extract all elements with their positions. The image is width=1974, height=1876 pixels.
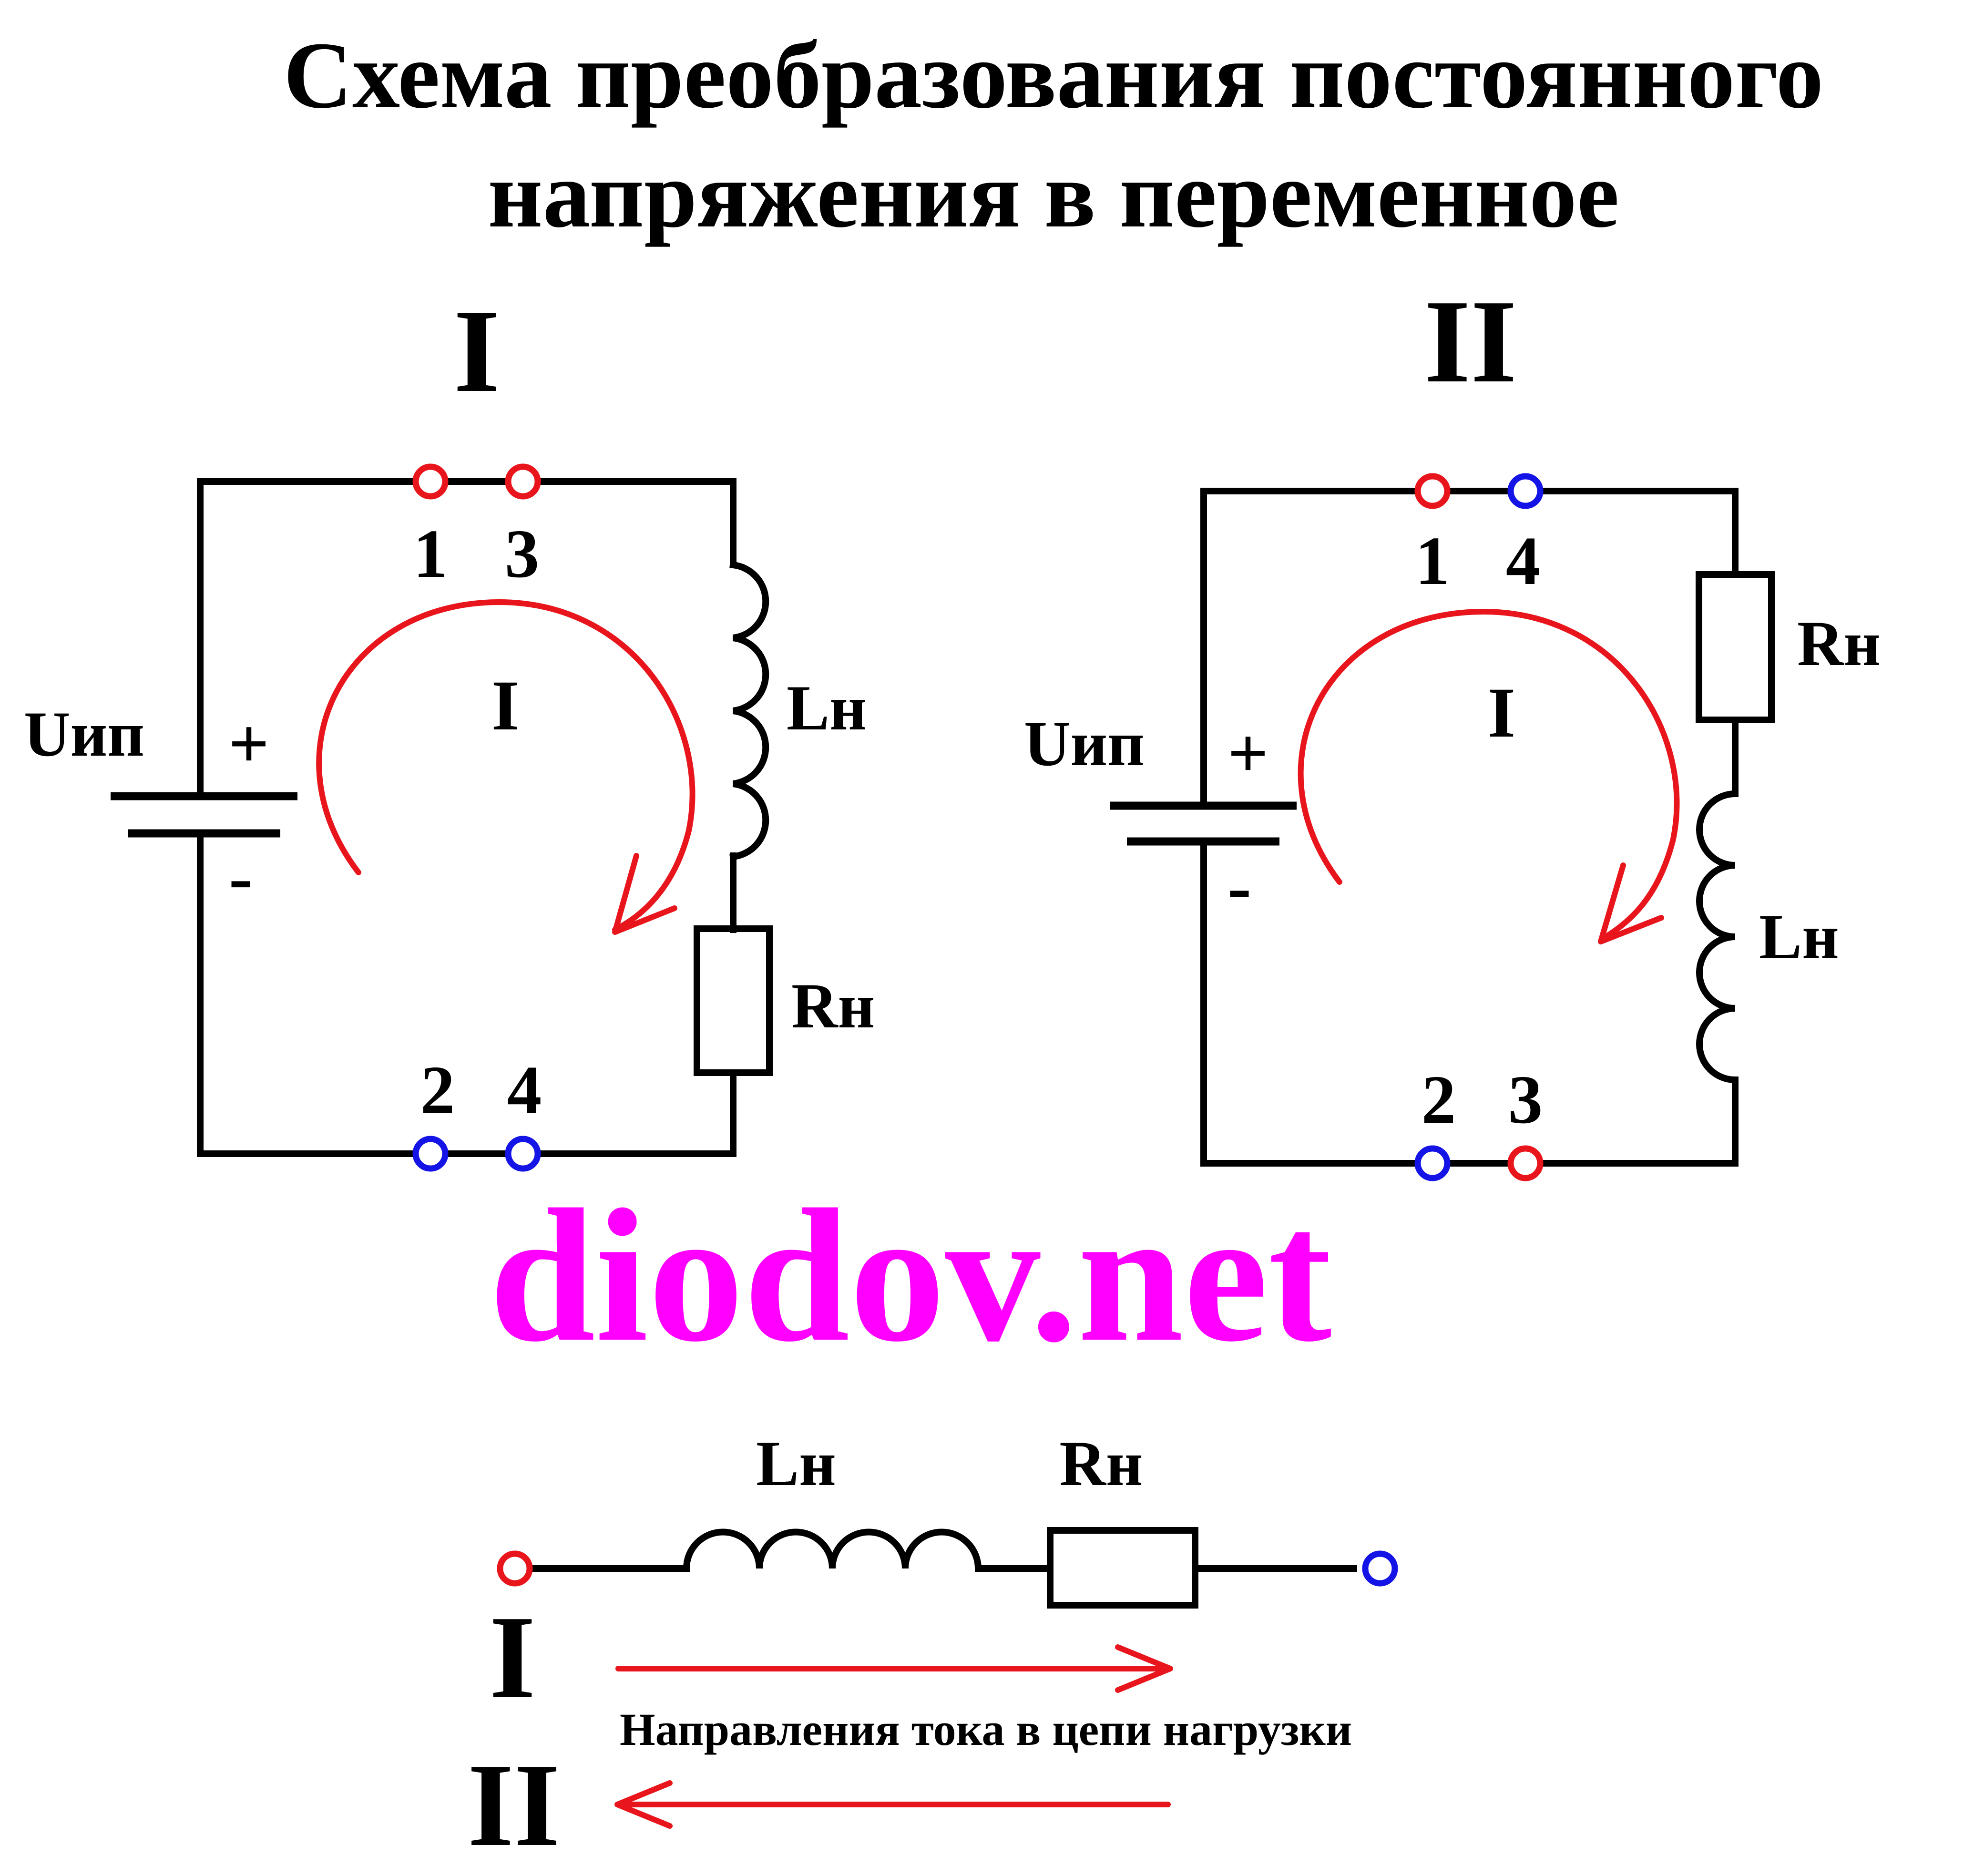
circuit-1-label: I xyxy=(453,285,500,417)
circuit-1-terminal-label-4: 4 xyxy=(507,1052,542,1128)
circuit-2-source-label: Uип xyxy=(1024,708,1145,779)
load-inductor-label: Lн xyxy=(756,1428,836,1499)
circuit-2-terminal-label-3: 3 xyxy=(1508,1062,1543,1138)
circuit-2-wires xyxy=(1200,488,1739,1167)
circuit-1-plus-sign: + xyxy=(228,704,269,783)
circuit-1-terminal-3 xyxy=(505,463,541,500)
direction-2-arrowhead xyxy=(614,1780,673,1829)
circuit-2-terminal-label-2: 2 xyxy=(1422,1062,1456,1138)
circuit-2-terminal-label-4: 4 xyxy=(1506,523,1541,599)
load-section: Lн Rн I Направления тока в цепи нагрузки… xyxy=(468,1428,1398,1871)
circuit-2-minus-sign: - xyxy=(1227,847,1251,926)
load-resistor-label: Rн xyxy=(1059,1428,1143,1499)
circuit-2-current-arrowhead xyxy=(1598,862,1664,944)
site-watermark: diodov.net xyxy=(489,1170,1333,1381)
circuit-1-terminal-label-1: 1 xyxy=(413,516,448,592)
title-line-1: Схема преобразования постоянного xyxy=(284,23,1824,128)
circuit-1-inductor-label: Lн xyxy=(787,673,867,744)
circuit-1-terminal-label-2: 2 xyxy=(420,1052,455,1128)
circuit-1-terminal-label-3: 3 xyxy=(505,516,540,592)
load-inductor xyxy=(683,1528,982,1572)
circuit-1-current-arrowhead xyxy=(612,853,677,935)
load-caption: Направления тока в цепи нагрузки xyxy=(620,1704,1352,1755)
title-line-2: напряжения в переменное xyxy=(488,142,1619,247)
circuit-2-resistor-label: Rн xyxy=(1797,608,1881,679)
circuit-1-terminal-1 xyxy=(412,463,449,500)
circuit-2-inductor-label: Lн xyxy=(1759,902,1839,973)
circuit-1-current-arrow xyxy=(316,599,696,933)
direction-2-label: II xyxy=(468,1739,561,1871)
circuit-1-terminal-4 xyxy=(505,1136,541,1172)
direction-1-label: I xyxy=(489,1591,535,1723)
load-resistor xyxy=(1047,1527,1198,1609)
circuit-2-current-arrow xyxy=(1298,608,1680,942)
circuit-1-source-label: Uип xyxy=(24,699,144,770)
circuit-1-minus-sign: - xyxy=(229,838,253,917)
circuit-1-terminal-2 xyxy=(412,1136,449,1172)
circuit-2-current-label: I xyxy=(1488,673,1515,752)
circuit-2-plus-sign: + xyxy=(1227,714,1268,793)
circuit-2-terminal-3 xyxy=(1507,1145,1544,1181)
direction-1-arrowhead xyxy=(1115,1644,1173,1693)
load-terminal-left xyxy=(497,1550,533,1587)
circuit-1-resistor-label: Rн xyxy=(791,971,875,1042)
circuit-2-resistor xyxy=(1696,571,1775,723)
circuit-1-current-label: I xyxy=(491,666,519,745)
circuit-1-inductor xyxy=(729,561,769,861)
circuit-2-terminal-1 xyxy=(1414,473,1451,509)
circuit-1-resistor xyxy=(694,925,773,1076)
circuit-2-terminal-4 xyxy=(1507,473,1544,509)
circuit-2-label: II xyxy=(1424,276,1517,408)
circuit-2-inductor xyxy=(1696,790,1739,1084)
circuit-2-terminal-label-1: 1 xyxy=(1415,523,1450,599)
circuit-1: I Uип + - Lн Rн 1 3 2 4 I xyxy=(24,285,875,1172)
circuit-2-terminal-2 xyxy=(1414,1145,1451,1181)
load-terminal-right xyxy=(1362,1550,1398,1587)
circuit-1-wires xyxy=(197,478,736,1157)
circuit-2: II Uип + - Rн Lн 1 4 2 3 I xyxy=(1024,276,1881,1181)
